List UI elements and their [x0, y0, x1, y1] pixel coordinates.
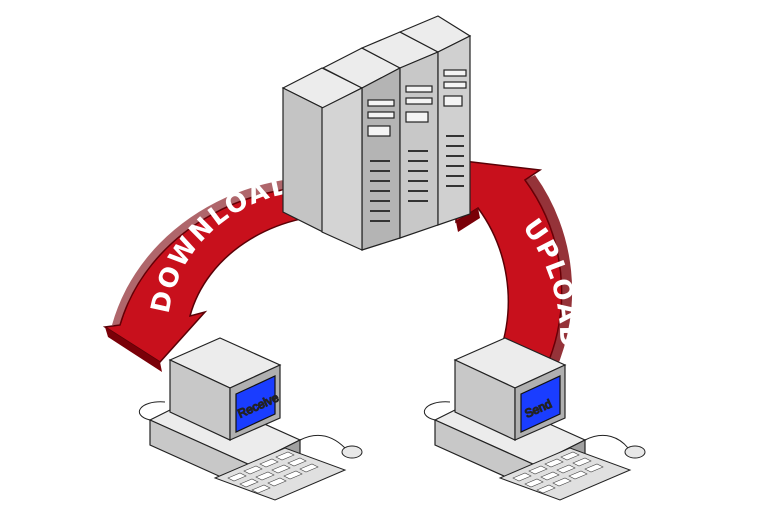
server-rack-icon [281, 15, 472, 251]
keyboard-icon [213, 447, 347, 501]
cable-icon [423, 401, 451, 421]
keyboard-icon [498, 447, 632, 501]
mouse-icon [299, 435, 363, 459]
cable-icon [138, 401, 166, 421]
mouse-icon [584, 435, 646, 459]
upload-arrow: UPLOAD [454, 159, 581, 372]
